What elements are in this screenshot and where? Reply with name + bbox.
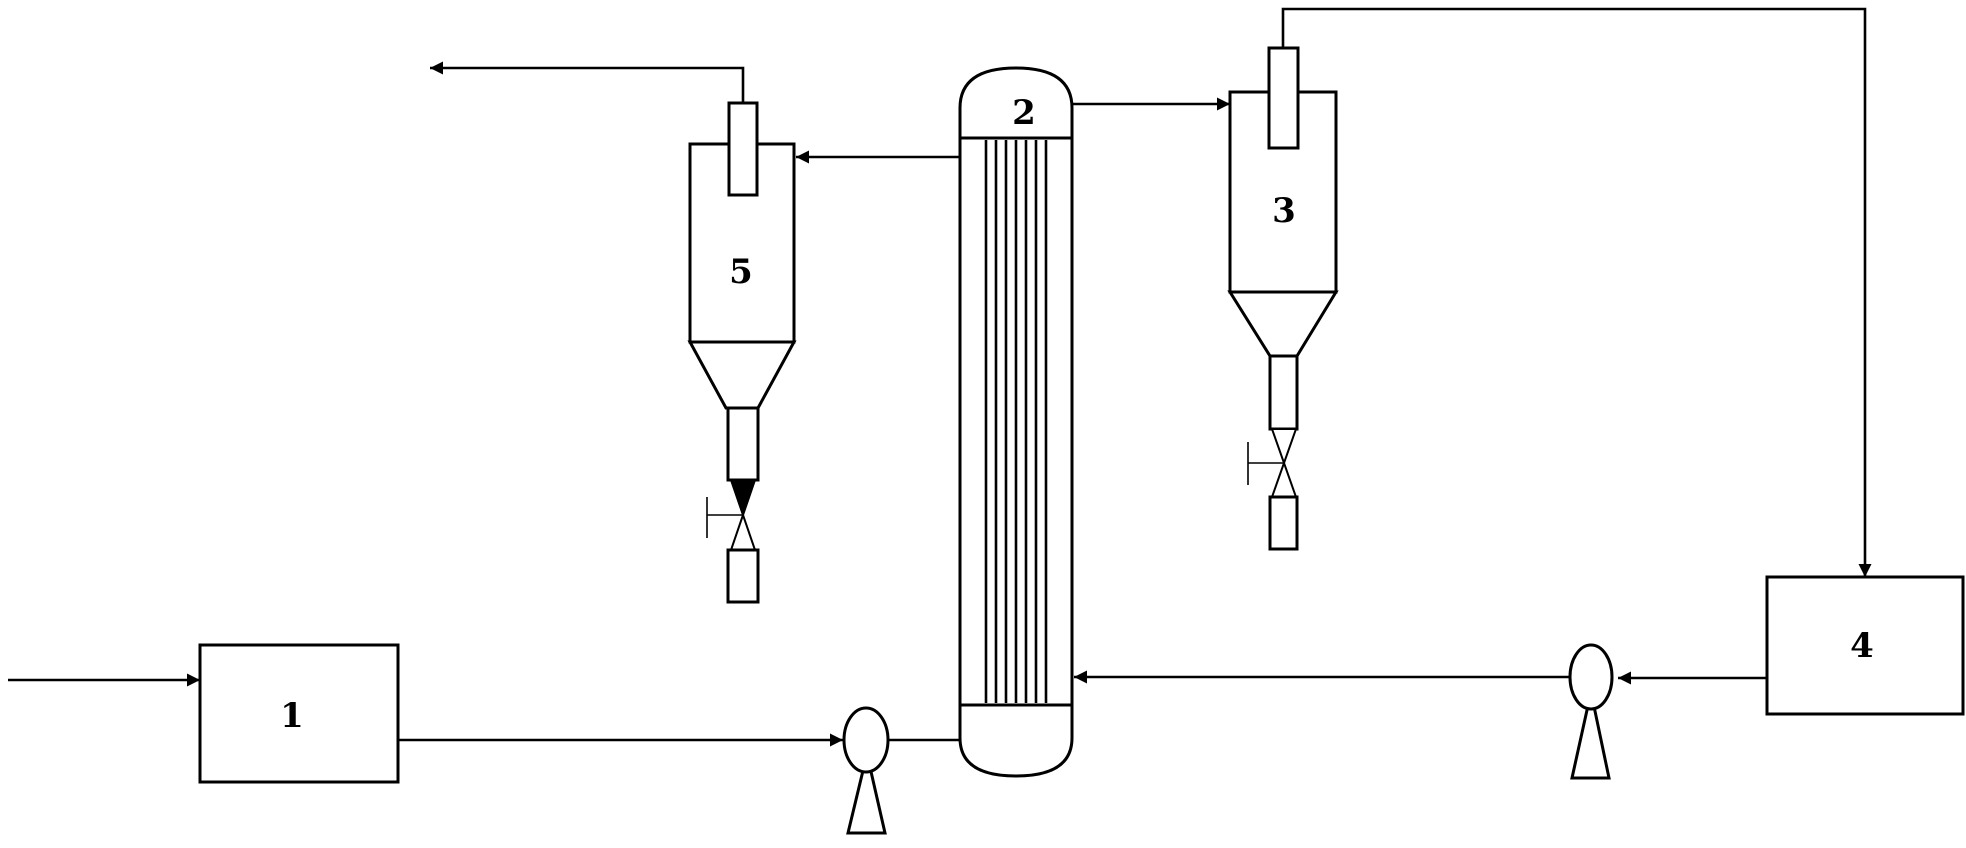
unit-3-cyclone: 3 — [1227, 46, 1339, 551]
unit-1-tank: 1 — [198, 643, 400, 784]
unit-5-label: 5 — [729, 252, 753, 292]
unit-5-discharge-valve — [706, 479, 757, 551]
unit-2-label: 2 — [1012, 93, 1036, 133]
pump-1 — [842, 706, 890, 835]
unit-3-discharge-valve — [1247, 428, 1298, 498]
unit-4-label: 4 — [1850, 626, 1874, 666]
unit-3-to-unit-4-line — [1281, 7, 1872, 577]
unit-4-tank: 4 — [1765, 575, 1965, 716]
unit-5-cyclone: 5 — [687, 101, 797, 604]
reactor-tube-bundle — [984, 140, 1048, 703]
unit-2-reactor: 2 — [958, 66, 1074, 778]
pump-2 — [1568, 643, 1614, 780]
unit-5-vent-outlet-line — [430, 61, 745, 103]
unit-3-label: 3 — [1272, 191, 1296, 231]
unit-1-label: 1 — [280, 696, 304, 736]
